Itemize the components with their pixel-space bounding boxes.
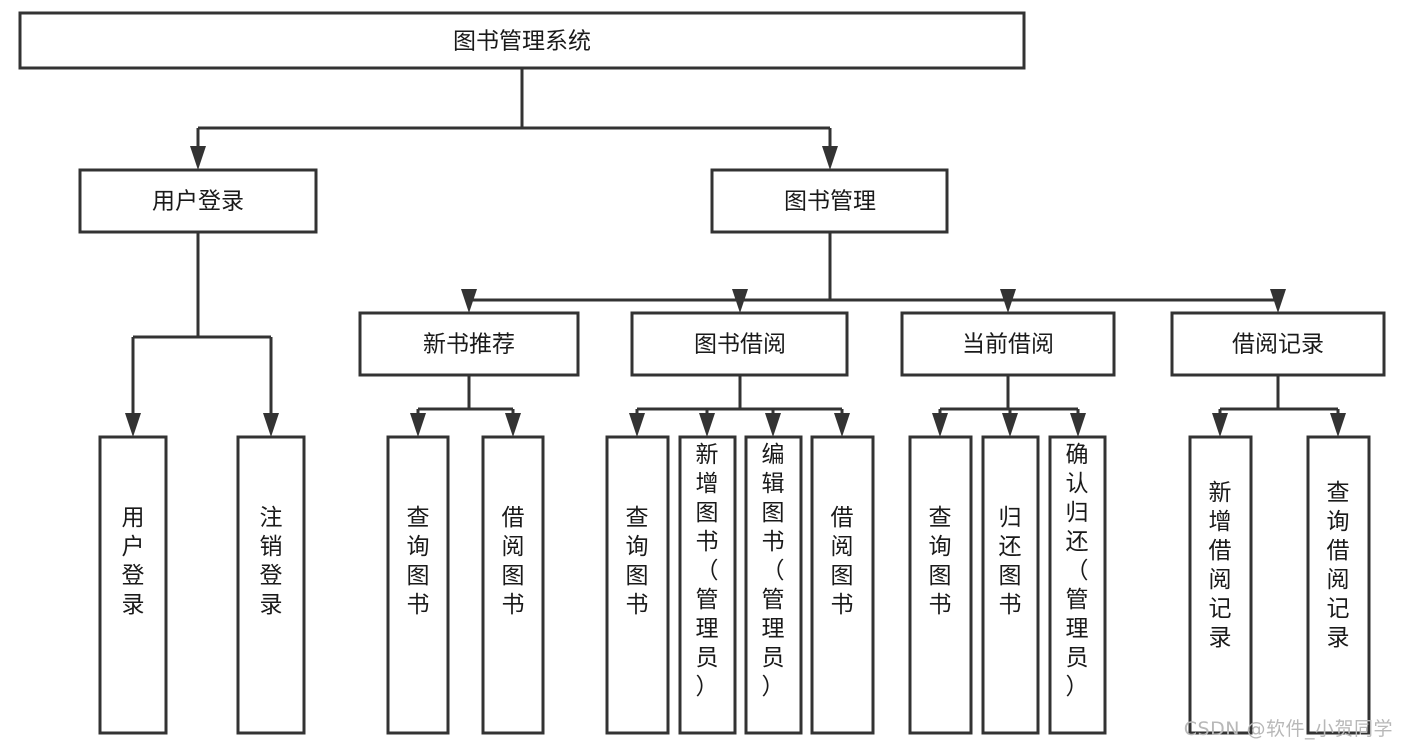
leaf-bw-edit-book-admin-label: 编辑图书（管理员） — [762, 442, 785, 700]
leaf-node-rc-add-record[interactable]: 新增借阅记录 — [1188, 435, 1253, 735]
node-new-book-recommend-box[interactable] — [358, 311, 580, 377]
arrow-head-cu-leaf-2 — [1002, 413, 1018, 437]
leaf-nb-query-books-box[interactable] — [386, 435, 450, 735]
node-current-borrow-label: 当前借阅 — [962, 332, 1054, 358]
leaf-node-bw-query-books[interactable]: 查询图书 — [605, 435, 670, 735]
arrow-head-rc-leaf-2 — [1330, 413, 1346, 437]
csdn-watermark: CSDN @软件_小贺同学 — [1183, 718, 1393, 740]
leaf-bw-add-book-admin-label: 新增图书（管理员） — [696, 442, 719, 700]
node-borrow-records-box[interactable] — [1170, 311, 1386, 377]
leaf-node-bw-edit-book-admin[interactable]: 编辑图书（管理员） — [744, 435, 803, 735]
leaf-node-nb-borrow-books[interactable]: 借阅图书 — [481, 435, 545, 735]
arrow-head-leaf-logout — [263, 413, 279, 437]
node-user-login-box[interactable] — [78, 168, 318, 234]
leaf-bw-add-book-admin-box[interactable] — [678, 435, 737, 735]
leaf-node-user-login[interactable]: 用户登录 — [98, 435, 168, 735]
node-book-borrow[interactable]: 图书借阅 — [630, 311, 849, 377]
node-book-management-label: 图书管理 — [784, 189, 876, 215]
node-book-management[interactable]: 图书管理 — [710, 168, 949, 234]
leaf-cu-confirm-return-admin-box[interactable] — [1048, 435, 1107, 735]
connector-layer — [125, 68, 1346, 437]
leaf-bw-query-books-box[interactable] — [605, 435, 670, 735]
leaf-node-bw-add-book-admin[interactable]: 新增图书（管理员） — [678, 435, 737, 735]
node-book-management-box[interactable] — [710, 168, 949, 234]
node-root-box[interactable] — [18, 11, 1026, 70]
node-borrow-records-label: 借阅记录 — [1232, 332, 1324, 358]
leaf-node-bw-borrow-books[interactable]: 借阅图书 — [810, 435, 875, 735]
leaf-node-nb-query-books[interactable]: 查询图书 — [386, 435, 450, 735]
arrow-head-bw-leaf-2 — [699, 413, 715, 437]
arrow-head-bw-leaf-3 — [765, 413, 781, 437]
arrow-head-records — [1270, 289, 1286, 313]
node-root-label: 图书管理系统 — [453, 29, 591, 55]
arrow-head-cu-leaf-3 — [1070, 413, 1086, 437]
leaf-node-cu-query-books[interactable]: 查询图书 — [908, 435, 973, 735]
arrow-head-borrow — [732, 289, 748, 313]
arrow-head-nb-leaf-1 — [410, 413, 426, 437]
leaf-user-login-label: 用户登录 — [122, 505, 145, 618]
arrow-head-leaf-user-login — [125, 413, 141, 437]
leaf-cu-query-books-box[interactable] — [908, 435, 973, 735]
leaf-bw-borrow-books-box[interactable] — [810, 435, 875, 735]
node-new-book-recommend[interactable]: 新书推荐 — [358, 311, 580, 377]
leaf-rc-query-record-box[interactable] — [1306, 435, 1371, 735]
node-book-borrow-label: 图书借阅 — [694, 332, 786, 358]
leaf-node-logout[interactable]: 注销登录 — [236, 435, 306, 735]
leaf-cu-return-books-box[interactable] — [981, 435, 1040, 735]
node-root-system[interactable]: 图书管理系统 — [18, 11, 1026, 70]
leaf-user-login-box[interactable] — [98, 435, 168, 735]
arrow-head-user-login — [190, 146, 206, 170]
node-current-borrow-box[interactable] — [900, 311, 1116, 377]
arrow-head-nb-leaf-2 — [505, 413, 521, 437]
leaf-nb-borrow-books-box[interactable] — [481, 435, 545, 735]
leaf-nb-query-books-label: 查询图书 — [407, 505, 430, 618]
leaf-rc-query-record-label: 查询借阅记录 — [1327, 480, 1350, 651]
arrow-head-bw-leaf-4 — [834, 413, 850, 437]
arrow-head-cu-leaf-1 — [932, 413, 948, 437]
leaf-cu-query-books-label: 查询图书 — [929, 505, 952, 618]
leaf-rc-add-record-label: 新增借阅记录 — [1209, 480, 1232, 651]
leaf-bw-query-books-label: 查询图书 — [626, 505, 649, 618]
leaf-cu-return-books-label: 归还图书 — [999, 505, 1022, 618]
node-current-borrow[interactable]: 当前借阅 — [900, 311, 1116, 377]
arrow-head-bw-leaf-1 — [629, 413, 645, 437]
arrow-head-book-mgmt — [822, 146, 838, 170]
leaf-node-rc-query-record[interactable]: 查询借阅记录 — [1306, 435, 1371, 735]
leaf-rc-add-record-box[interactable] — [1188, 435, 1253, 735]
leaf-logout-label: 注销登录 — [260, 505, 283, 618]
node-user-login[interactable]: 用户登录 — [78, 168, 318, 234]
leaf-node-cu-confirm-return-admin[interactable]: 确认归还（管理员） — [1048, 435, 1107, 735]
arrow-head-current — [1000, 289, 1016, 313]
leaf-cu-confirm-return-admin-label: 确认归还（管理员） — [1066, 442, 1089, 700]
node-book-borrow-box[interactable] — [630, 311, 849, 377]
leaf-bw-edit-book-admin-box[interactable] — [744, 435, 803, 735]
leaf-nb-borrow-books-label: 借阅图书 — [502, 505, 525, 618]
node-new-book-recommend-label: 新书推荐 — [423, 332, 515, 358]
leaf-node-cu-return-books[interactable]: 归还图书 — [981, 435, 1040, 735]
leaf-logout-box[interactable] — [236, 435, 306, 735]
arrow-head-rc-leaf-1 — [1212, 413, 1228, 437]
arrow-head-new-books — [461, 289, 477, 313]
node-borrow-records[interactable]: 借阅记录 — [1170, 311, 1386, 377]
leaf-bw-borrow-books-label: 借阅图书 — [831, 505, 854, 618]
node-user-login-label: 用户登录 — [152, 189, 244, 215]
